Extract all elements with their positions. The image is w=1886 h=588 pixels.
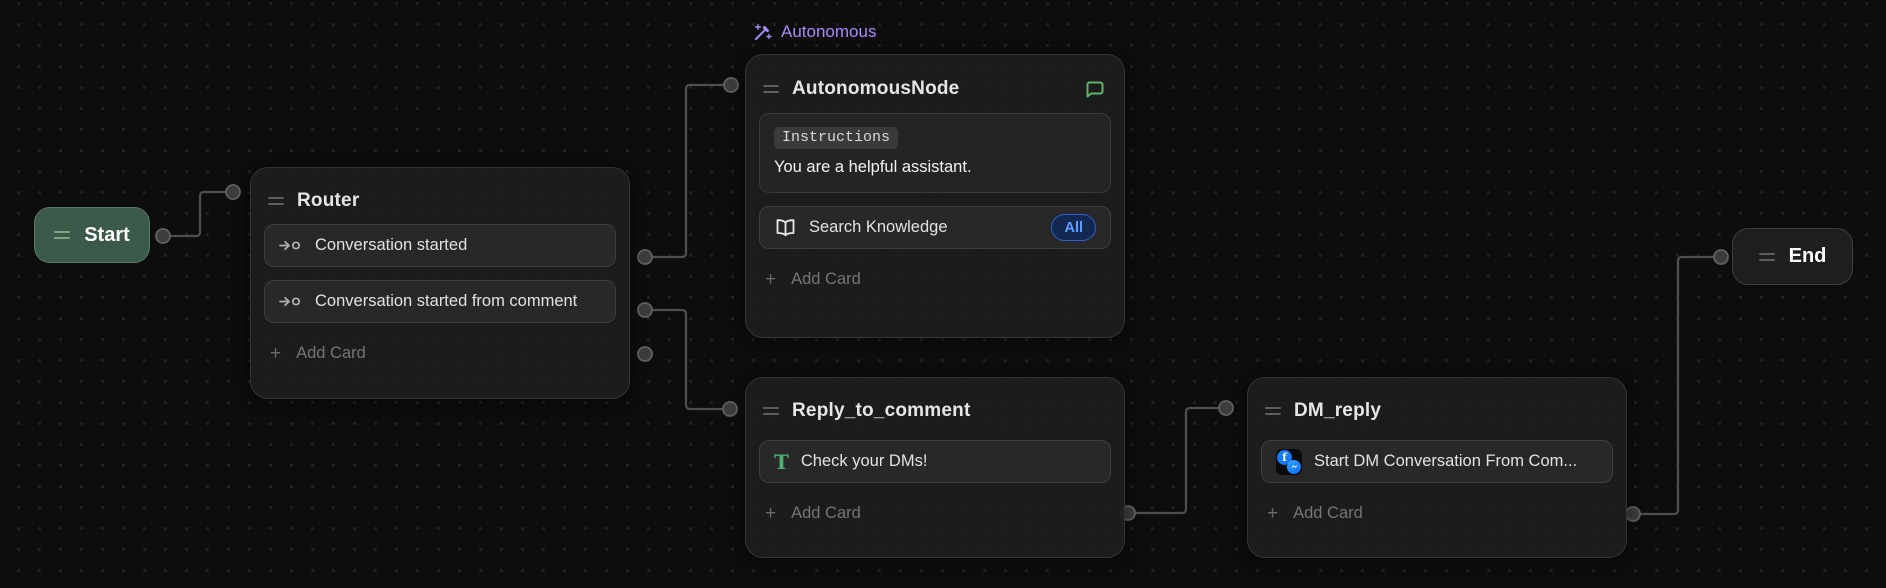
drag-handle-icon[interactable] bbox=[1265, 407, 1281, 415]
plus-icon: + bbox=[270, 343, 282, 364]
start-dm-conversation-card[interactable]: f Start DM Conversation From Com... bbox=[1261, 440, 1613, 483]
knowledge-scope-badge[interactable]: All bbox=[1051, 214, 1096, 241]
drag-handle-icon[interactable] bbox=[1758, 252, 1775, 261]
end-node[interactable]: End bbox=[1732, 228, 1853, 285]
magic-wand-icon bbox=[753, 22, 773, 42]
autonomous-add-card-button[interactable]: + Add Card bbox=[746, 262, 1124, 309]
router-option-conversation-started-from-comment[interactable]: Conversation started from comment bbox=[264, 280, 616, 323]
text-message-card[interactable]: T Check your DMs! bbox=[759, 440, 1111, 483]
plus-icon: + bbox=[1267, 503, 1279, 524]
router-option-label: Conversation started from comment bbox=[315, 292, 578, 310]
instructions-card[interactable]: Instructions You are a helpful assistant… bbox=[759, 113, 1111, 193]
port-router-out-1[interactable] bbox=[637, 249, 653, 265]
dm-reply-node[interactable]: DM_reply f Start DM Conversation From Co… bbox=[1247, 377, 1627, 558]
add-card-label: Add Card bbox=[791, 504, 861, 522]
start-dm-conversation-label: Start DM Conversation From Com... bbox=[1314, 452, 1578, 470]
port-router-out-3[interactable] bbox=[637, 346, 653, 362]
facebook-messenger-icon: f bbox=[1276, 448, 1302, 475]
router-node-title: Router bbox=[297, 190, 360, 211]
drag-handle-icon[interactable] bbox=[54, 231, 71, 239]
reply-node-title: Reply_to_comment bbox=[792, 400, 971, 421]
port-autonomous-in[interactable] bbox=[723, 77, 739, 93]
wire-dm-to-end bbox=[1633, 255, 1721, 516]
intent-arrow-icon bbox=[279, 294, 303, 309]
port-router-out-2[interactable] bbox=[637, 302, 653, 318]
autonomous-node-header[interactable]: AutonomousNode bbox=[746, 55, 1124, 113]
end-node-label: End bbox=[1788, 245, 1827, 267]
wire-router-to-autonomous bbox=[645, 83, 731, 259]
text-message-value: Check your DMs! bbox=[800, 452, 928, 470]
search-knowledge-card[interactable]: Search Knowledge All bbox=[759, 206, 1111, 249]
port-dm-out[interactable] bbox=[1625, 506, 1641, 522]
drag-handle-icon[interactable] bbox=[268, 197, 284, 205]
dm-node-title: DM_reply bbox=[1294, 400, 1382, 421]
comment-bubble-icon[interactable] bbox=[1083, 77, 1107, 101]
intent-arrow-icon bbox=[279, 238, 303, 253]
router-add-card-button[interactable]: + Add Card bbox=[251, 336, 629, 383]
add-card-label: Add Card bbox=[791, 270, 861, 288]
reply-add-card-button[interactable]: + Add Card bbox=[746, 496, 1124, 543]
dm-node-header[interactable]: DM_reply bbox=[1248, 378, 1626, 434]
facebook-icon: f bbox=[1277, 449, 1292, 465]
reply-to-comment-node[interactable]: Reply_to_comment T Check your DMs! + Add… bbox=[745, 377, 1125, 558]
router-option-conversation-started[interactable]: Conversation started bbox=[264, 224, 616, 267]
port-end-in[interactable] bbox=[1713, 249, 1729, 265]
instructions-chip: Instructions bbox=[774, 127, 899, 149]
start-node-label: Start bbox=[84, 223, 130, 246]
plus-icon: + bbox=[765, 503, 777, 524]
wire-reply-to-dm bbox=[1128, 406, 1226, 515]
add-card-label: Add Card bbox=[1293, 504, 1363, 522]
add-card-label: Add Card bbox=[296, 344, 366, 362]
autonomous-node[interactable]: AutonomousNode Instructions You are a he… bbox=[745, 54, 1125, 338]
wire-start-to-router bbox=[163, 190, 233, 238]
search-knowledge-label: Search Knowledge bbox=[809, 218, 948, 236]
open-book-icon bbox=[774, 217, 797, 238]
drag-handle-icon[interactable] bbox=[763, 407, 779, 415]
start-node[interactable]: Start bbox=[34, 207, 150, 263]
router-option-label: Conversation started bbox=[315, 236, 468, 254]
router-node-header[interactable]: Router bbox=[251, 168, 629, 224]
plus-icon: + bbox=[765, 269, 777, 290]
wire-router-to-reply bbox=[645, 308, 730, 411]
autonomous-badge-label: Autonomous bbox=[781, 22, 877, 41]
text-icon: T bbox=[774, 449, 789, 474]
port-router-in[interactable] bbox=[225, 184, 241, 200]
dm-add-card-button[interactable]: + Add Card bbox=[1248, 496, 1626, 543]
reply-node-header[interactable]: Reply_to_comment bbox=[746, 378, 1124, 434]
port-reply-in[interactable] bbox=[722, 401, 738, 417]
autonomous-mode-badge: Autonomous bbox=[753, 22, 876, 42]
drag-handle-icon[interactable] bbox=[763, 85, 779, 93]
instructions-value[interactable]: You are a helpful assistant. bbox=[774, 158, 972, 176]
port-start-out[interactable] bbox=[155, 228, 171, 244]
router-node[interactable]: Router Conversation started Conversation… bbox=[250, 167, 630, 399]
messenger-icon bbox=[1287, 459, 1301, 474]
port-dm-in[interactable] bbox=[1218, 400, 1234, 416]
autonomous-node-title: AutonomousNode bbox=[792, 78, 960, 99]
